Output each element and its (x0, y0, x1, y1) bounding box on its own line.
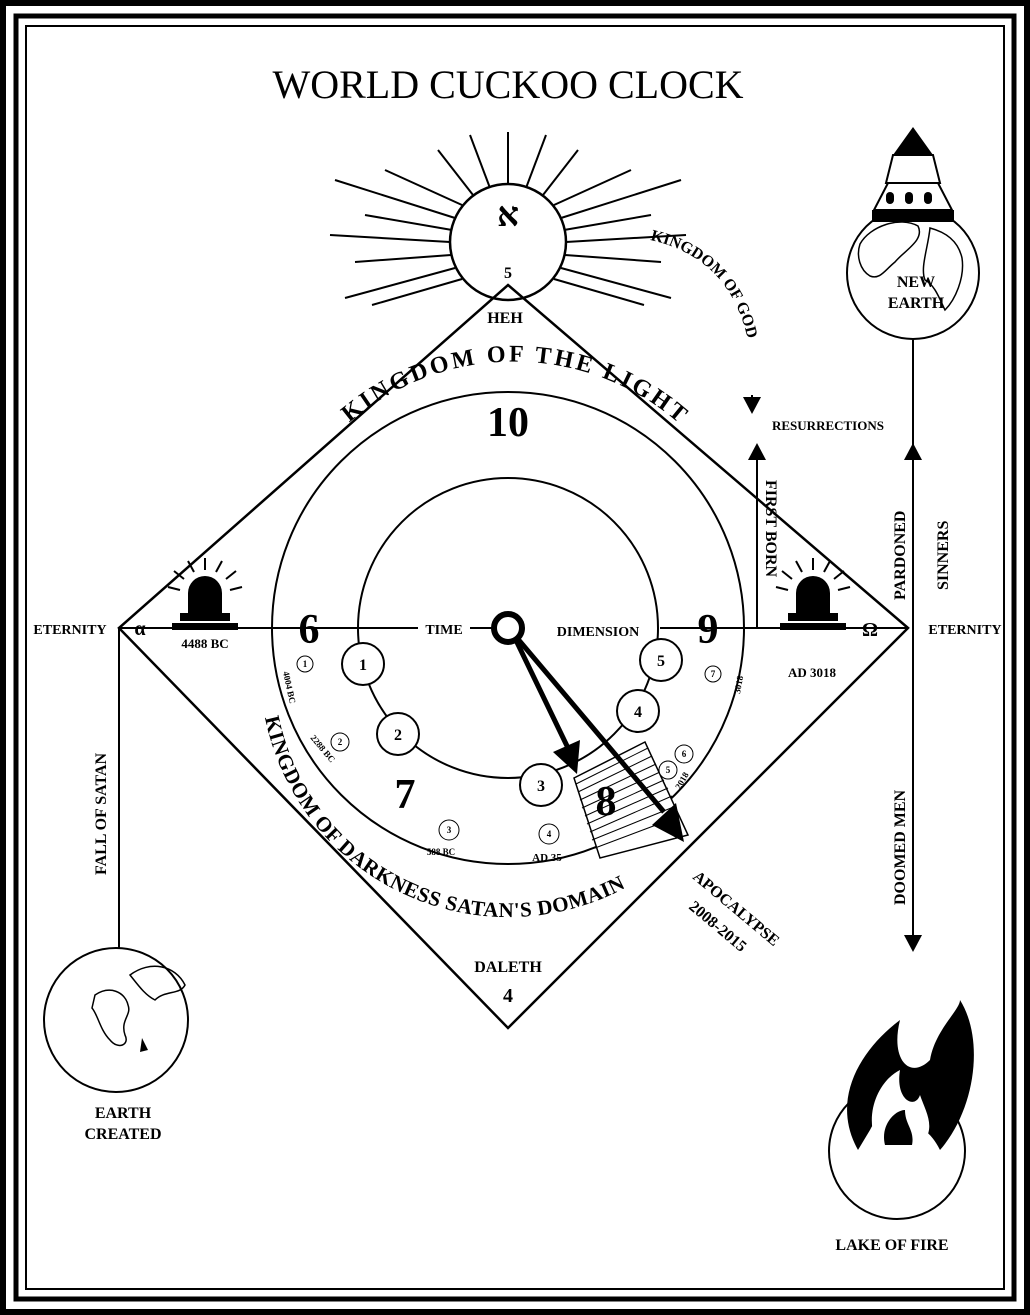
clock-center (494, 614, 522, 642)
aleph-glyph: א (497, 197, 519, 234)
sun-number: 5 (504, 265, 512, 282)
svg-text:588 BC: 588 BC (427, 847, 455, 857)
doomed-arrowhead (904, 935, 922, 952)
lake-of-fire-label: LAKE OF FIRE (835, 1237, 948, 1254)
svg-text:1: 1 (359, 657, 367, 674)
first-born-label: FIRST BORN (762, 480, 779, 578)
fall-of-satan-label: FALL OF SATAN (93, 752, 110, 875)
inner-marker-2: 2 (377, 713, 419, 755)
number-8: 8 (596, 779, 617, 825)
outer-marker-7: 7 3018 (705, 666, 745, 694)
number-6: 6 (299, 607, 320, 653)
new-earth-label: EARTH (888, 295, 945, 312)
svg-text:4: 4 (547, 829, 552, 839)
doomed-men-label: DOOMED MEN (892, 789, 909, 905)
resurrections-label: RESURRECTIONS (772, 418, 884, 433)
svg-text:7: 7 (711, 669, 716, 679)
inner-marker-3: 3 (520, 764, 562, 806)
right-alarm-date: AD 3018 (788, 665, 837, 680)
daleth-number: 4 (503, 985, 513, 1007)
left-alarm-icon (168, 558, 242, 630)
inner-marker-4: 4 (617, 690, 659, 732)
earth-label: EARTH (95, 1105, 152, 1122)
inner-marker-5: 5 (640, 639, 682, 681)
svg-text:3018: 3018 (732, 674, 745, 694)
lake-of-fire-icon (829, 1000, 974, 1219)
earth-created-icon (44, 948, 188, 1092)
outer-marker-1: 1 4004 BC (281, 656, 313, 704)
pardoned-label: PARDONED (892, 511, 909, 600)
number-9: 9 (698, 607, 719, 653)
outer-marker-2: 2 2288 BC (308, 733, 349, 765)
created-label: CREATED (84, 1126, 161, 1143)
sinners-label: SINNERS (935, 521, 952, 590)
daleth-label: DALETH (474, 959, 542, 976)
svg-text:3: 3 (537, 778, 545, 795)
svg-text:6: 6 (682, 749, 687, 759)
omega-symbol: Ω (862, 619, 878, 641)
inner-marker-1: 1 (342, 643, 384, 685)
svg-text:5: 5 (657, 653, 665, 670)
alpha-symbol: α (134, 618, 145, 640)
kingdom-god-label: KINGDOM OF GOD (649, 227, 760, 340)
pardoned-arrowhead (904, 443, 922, 460)
eternity-right: ETERNITY (928, 623, 1001, 638)
time-label: TIME (425, 623, 462, 638)
svg-text:1: 1 (303, 659, 308, 669)
dimension-label: DIMENSION (557, 625, 639, 640)
svg-text:3: 3 (447, 825, 452, 835)
svg-text:4: 4 (634, 704, 642, 721)
first-born-arrowhead (748, 443, 766, 460)
sector-8-hatch (574, 742, 688, 858)
god-arrow-head (743, 397, 761, 414)
svg-text:5: 5 (666, 765, 671, 775)
page-title: WORLD CUCKOO CLOCK (272, 62, 743, 107)
number-7: 7 (395, 772, 416, 818)
outer-marker-3: 3 588 BC (427, 820, 459, 857)
outer-marker-4: 4 AD 35 (532, 824, 562, 864)
heh-label: HEH (487, 310, 523, 327)
moon-icon (495, 1040, 560, 1170)
svg-text:AD 35: AD 35 (532, 852, 562, 864)
new-label: NEW (897, 274, 935, 291)
eternity-left: ETERNITY (33, 623, 106, 638)
number-10: 10 (487, 400, 529, 446)
svg-text:2: 2 (394, 727, 402, 744)
left-alarm-date: 4488 BC (181, 636, 228, 651)
svg-text:2: 2 (338, 737, 343, 747)
